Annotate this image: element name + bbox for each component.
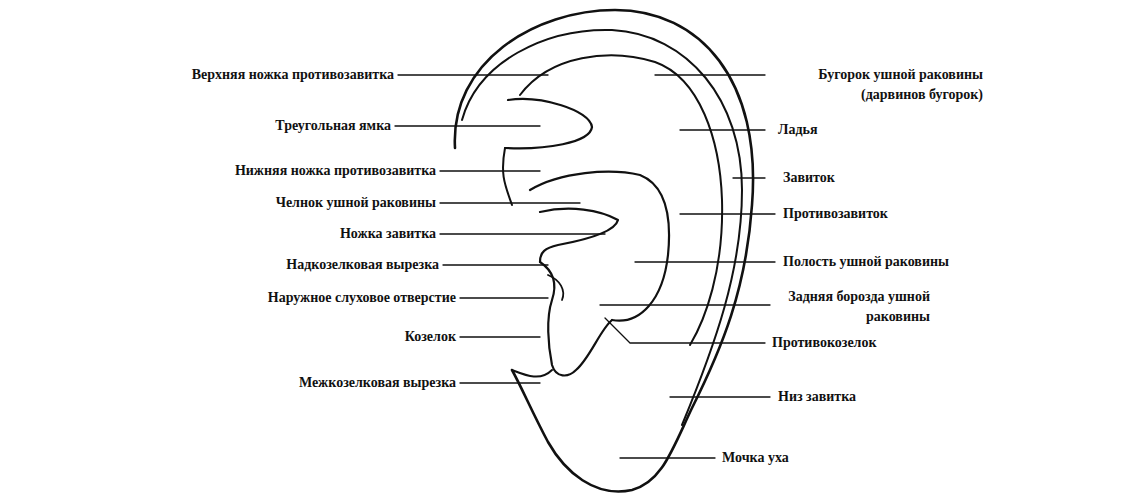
part-label: Противозавиток: [781, 204, 890, 224]
part-label: Козелок: [403, 327, 458, 347]
part-label: Верхняя ножка противозавитка: [190, 65, 396, 85]
part-label: Мочка уха: [720, 448, 791, 468]
part-label: Ладья: [776, 120, 820, 140]
part-label: Низ завитка: [776, 387, 858, 407]
part-label: Завиток: [781, 168, 837, 188]
part-label: Межкозелковая вырезка: [297, 373, 458, 393]
part-label: Челнок ушной раковины: [274, 193, 438, 213]
part-label: Полость ушной раковины: [781, 252, 951, 272]
part-label: Задняя борозда ушной раковины: [778, 287, 932, 327]
part-label: Нижняя ножка противозавитка: [233, 161, 438, 181]
part-label: Надкозелковая вырезка: [284, 255, 441, 275]
part-label: Ножка завитка: [338, 224, 438, 244]
part-label: Треугольная ямка: [273, 116, 393, 136]
part-label: Наружное слуховое отверстие: [266, 288, 458, 308]
part-label: Бугорок ушной раковины (дарвинов бугорок…: [776, 65, 985, 105]
part-label: Противокозелок: [770, 333, 879, 353]
